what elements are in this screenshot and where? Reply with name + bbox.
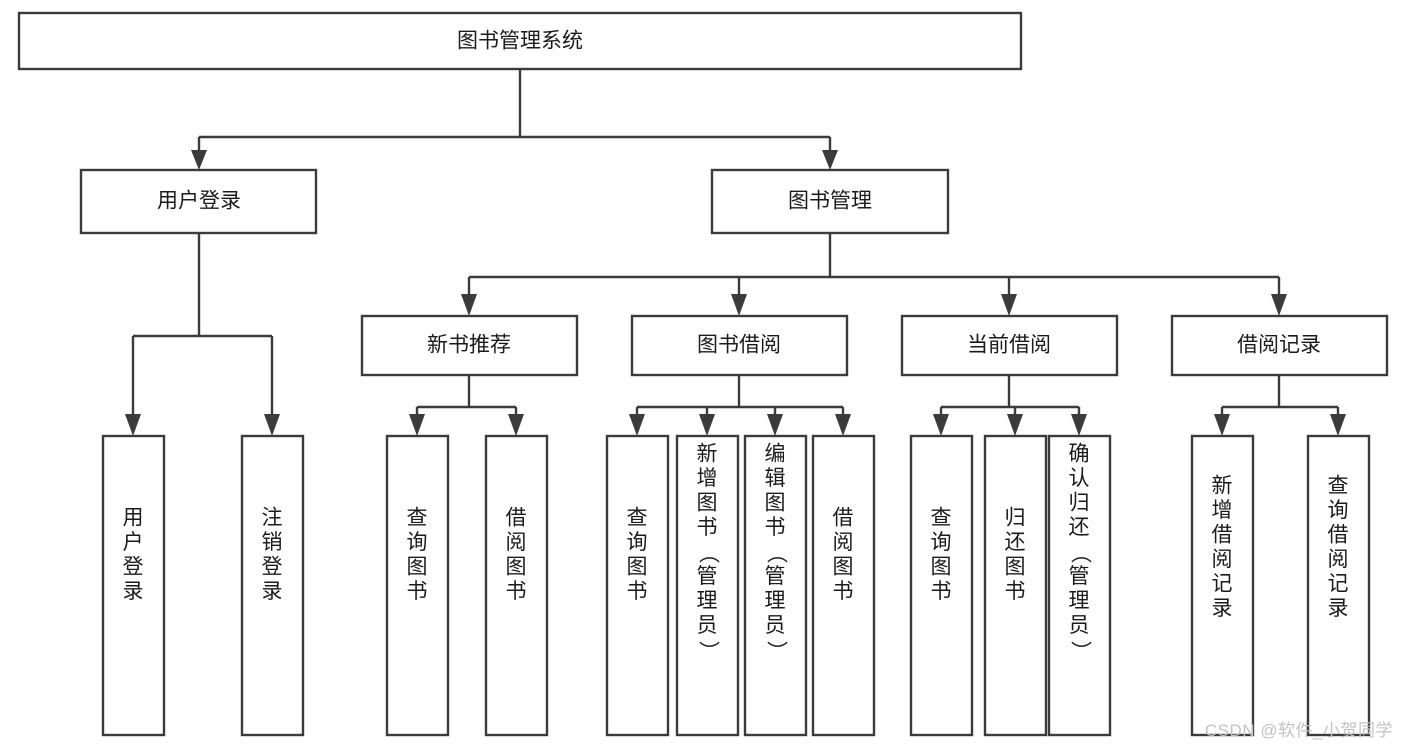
- node-current-borrow[interactable]: 当前借阅: [900, 314, 1119, 377]
- leaf-bookborrow-edit-book-box[interactable]: [743, 434, 808, 737]
- leaf-bookborrow-edit-book-label: 编辑图书管理员: [765, 443, 786, 638]
- leaf-currentborrow-confirm-return-label: 确认归还管理员: [1069, 443, 1090, 638]
- leaf-borrowrecord-query-label: 查询借阅记录: [1328, 475, 1349, 621]
- leaf-bookborrow-borrow-book-label: 借阅图书: [833, 507, 854, 604]
- leaf-user-login-box[interactable]: [101, 434, 166, 737]
- arrow-bm-to-new-book: [461, 294, 477, 316]
- leaf-currentborrow-confirm-return-box[interactable]: [1047, 434, 1112, 737]
- arrow-currentborrow-leaf2: [1007, 414, 1023, 436]
- arrow-user-login-leaf2: [264, 414, 280, 436]
- svg-text:）: ）: [1068, 641, 1091, 662]
- svg-text:（: （: [764, 543, 787, 564]
- arrow-bm-to-borrow-record: [1271, 294, 1287, 316]
- node-book-borrow-label: 图书借阅: [697, 334, 781, 357]
- leaf-borrowrecord-query-box[interactable]: [1306, 434, 1371, 737]
- csdn-watermark: CSDN @软件_小贺同学: [1204, 721, 1393, 740]
- leaf-user-login-label: 用户登录: [123, 507, 144, 604]
- svg-text:（: （: [1068, 543, 1091, 564]
- leaf-bookborrow-query-book-box[interactable]: [605, 434, 670, 737]
- node-book-borrow[interactable]: 图书借阅: [630, 314, 849, 377]
- leaf-newbook-borrow-book-label: 借阅图书: [506, 507, 527, 604]
- leaf-node[interactable]: 新增借阅记录: [1190, 434, 1255, 737]
- node-user-login-label: 用户登录: [157, 190, 241, 213]
- arrow-bookborrow-leaf4: [835, 414, 851, 436]
- arrow-borrowrecord-leaf1: [1214, 414, 1230, 436]
- leaf-currentborrow-return-book-label: 归还图书: [1005, 507, 1026, 604]
- node-user-login[interactable]: 用户登录: [79, 168, 318, 235]
- arrow-user-login-leaf1: [125, 414, 141, 436]
- node-new-book-recommend-box[interactable]: [360, 314, 579, 377]
- node-book-management[interactable]: 图书管理: [710, 168, 950, 235]
- leaf-currentborrow-query-book-box[interactable]: [909, 434, 974, 737]
- node-new-book-recommend-label: 新书推荐: [427, 334, 511, 357]
- arrow-bookborrow-leaf3: [767, 414, 783, 436]
- leaf-borrowrecord-add-box[interactable]: [1190, 434, 1255, 737]
- leaf-borrowrecord-add-label: 新增借阅记录: [1212, 475, 1233, 621]
- leaf-node[interactable]: 借阅图书: [484, 434, 549, 737]
- node-current-borrow-box[interactable]: [900, 314, 1119, 377]
- leaf-currentborrow-return-book-box[interactable]: [983, 434, 1048, 737]
- arrow-bm-to-book-borrow: [731, 294, 747, 316]
- leaf-bookborrow-query-book-label: 查询图书: [627, 507, 648, 604]
- leaf-logout-label: 注销登录: [262, 507, 283, 604]
- leaf-newbook-borrow-book-box[interactable]: [484, 434, 549, 737]
- leaf-newbook-query-book-box[interactable]: [385, 434, 450, 737]
- node-borrow-record-label: 借阅记录: [1237, 334, 1321, 357]
- node-book-borrow-box[interactable]: [630, 314, 849, 377]
- leaf-node[interactable]: 新增图书管理员 （ ）: [675, 434, 740, 737]
- leaf-node[interactable]: 用户登录: [101, 434, 166, 737]
- arrow-bookborrow-leaf1: [629, 414, 645, 436]
- node-book-management-label: 图书管理: [788, 190, 872, 213]
- leaf-node[interactable]: 查询图书: [909, 434, 974, 737]
- node-current-borrow-label: 当前借阅: [967, 334, 1051, 357]
- arrow-currentborrow-leaf1: [933, 414, 949, 436]
- leaf-bookborrow-borrow-book-box[interactable]: [811, 434, 876, 737]
- svg-text:）: ）: [696, 641, 719, 662]
- leaf-node[interactable]: 编辑图书管理员 （ ）: [743, 434, 808, 737]
- arrow-newbook-leaf1: [409, 414, 425, 436]
- node-root-book-management-system[interactable]: 图书管理系统: [17, 11, 1023, 71]
- node-borrow-record-box[interactable]: [1170, 314, 1389, 377]
- node-borrow-record[interactable]: 借阅记录: [1170, 314, 1389, 377]
- node-root-box[interactable]: [17, 11, 1023, 71]
- leaf-node[interactable]: 确认归还管理员 （ ）: [1047, 434, 1112, 737]
- leaf-logout-box[interactable]: [240, 434, 305, 737]
- node-user-login-box[interactable]: [79, 168, 318, 235]
- arrow-root-to-user-login: [191, 150, 207, 170]
- leaf-node[interactable]: 借阅图书: [811, 434, 876, 737]
- svg-text:）: ）: [764, 641, 787, 662]
- arrow-currentborrow-leaf3: [1071, 414, 1087, 436]
- node-root-label: 图书管理系统: [457, 30, 583, 53]
- arrow-borrowrecord-leaf2: [1330, 414, 1346, 436]
- leaf-bookborrow-add-book-label: 新增图书管理员: [697, 443, 718, 638]
- connector-layer: [125, 69, 1346, 436]
- node-book-management-box[interactable]: [710, 168, 950, 235]
- svg-text:（: （: [696, 543, 719, 564]
- leaf-node[interactable]: 注销登录: [240, 434, 305, 737]
- leaf-node[interactable]: 查询借阅记录: [1306, 434, 1371, 737]
- arrow-bookborrow-leaf2: [699, 414, 715, 436]
- arrow-newbook-leaf2: [508, 414, 524, 436]
- arrow-root-to-book-mgmt: [822, 150, 838, 170]
- leaf-bookborrow-add-book-box[interactable]: [675, 434, 740, 737]
- leaf-node[interactable]: 查询图书: [385, 434, 450, 737]
- arrow-bm-to-current-borrow: [1001, 294, 1017, 316]
- node-new-book-recommend[interactable]: 新书推荐: [360, 314, 579, 377]
- leaf-node[interactable]: 归还图书: [983, 434, 1048, 737]
- leaf-currentborrow-query-book-label: 查询图书: [931, 507, 952, 604]
- leaf-newbook-query-book-label: 查询图书: [407, 507, 428, 604]
- leaf-node[interactable]: 查询图书: [605, 434, 670, 737]
